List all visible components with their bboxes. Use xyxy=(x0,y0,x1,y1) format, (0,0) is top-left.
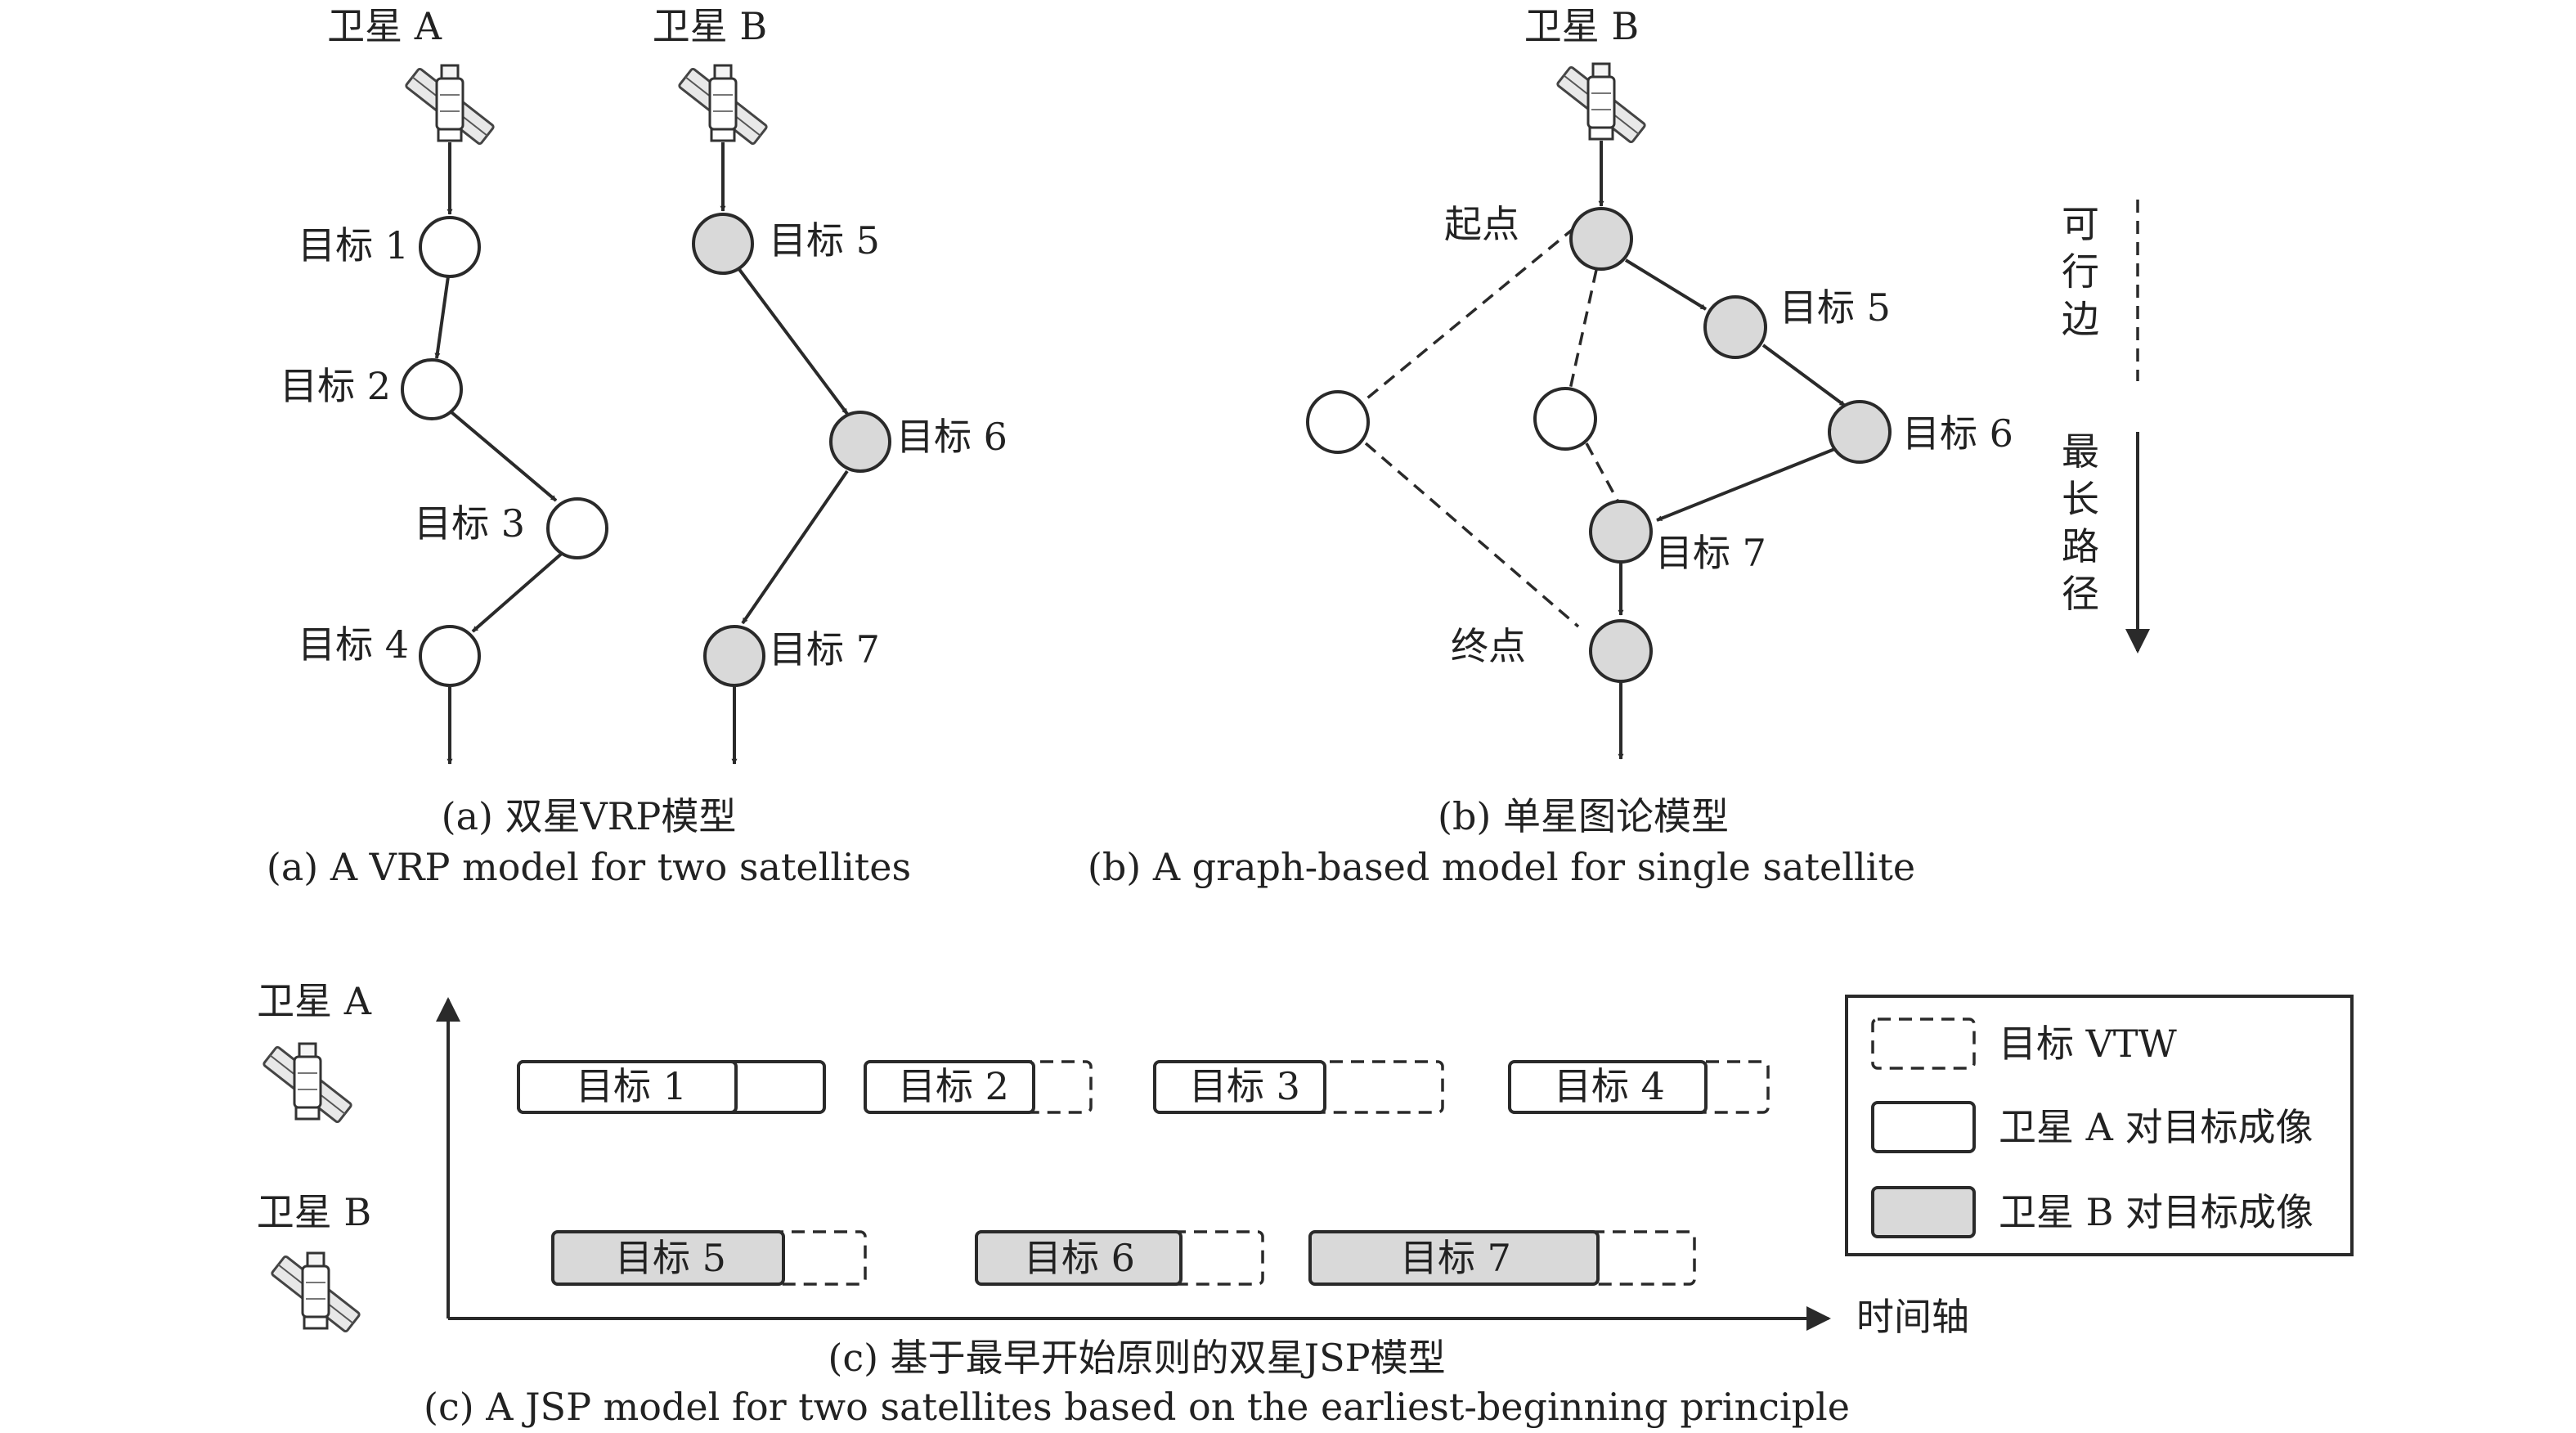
satellite-b-icon xyxy=(1555,62,1647,145)
panel-a: 卫星 A 卫星 B 目标 1 目标 2 目标 3 目标 4 目标 5 目标 6 … xyxy=(267,4,1008,889)
target-node xyxy=(692,213,754,275)
task-label: 目标 3 xyxy=(1189,1064,1300,1108)
node-label: 目标 5 xyxy=(769,218,880,263)
node-label: 目标 3 xyxy=(414,501,525,546)
caption-en: (a) A VRP model for two satellites xyxy=(267,845,911,889)
edge xyxy=(734,263,849,416)
target-node xyxy=(1828,400,1892,464)
edge xyxy=(450,411,558,502)
panel-b: 卫星 B 起点 终点 目标 5 目标 6 目标 7 可 行 边 xyxy=(1088,4,2150,889)
target-node xyxy=(419,625,481,687)
target-node xyxy=(703,625,765,687)
imaging-block xyxy=(1308,1230,1600,1286)
edge xyxy=(741,469,849,625)
node-label: 目标 5 xyxy=(1779,285,1891,330)
task-block: 目标 2 xyxy=(864,1060,1093,1114)
legend-swatch-sat-b xyxy=(1871,1186,1976,1238)
target-node xyxy=(829,411,891,473)
legend-label: 卫星 B 对目标成像 xyxy=(1999,1190,2313,1234)
task-label: 目标 6 xyxy=(1024,1236,1135,1280)
legend-char: 边 xyxy=(2062,297,2099,341)
satellite-b-icon xyxy=(270,1251,361,1334)
target-node xyxy=(1589,500,1653,564)
legend-swatch-vtw xyxy=(1871,1017,1976,1070)
satellite-b-icon xyxy=(677,64,769,146)
path-edge xyxy=(1656,447,1838,522)
satellite-a-icon xyxy=(262,1042,353,1125)
end-node xyxy=(1589,619,1653,683)
sat-b-label: 卫星 B xyxy=(1524,4,1639,48)
caption-zh: (c) 基于最早开始原则的双星JSP模型 xyxy=(828,1336,1445,1380)
sat-b-label: 卫星 B xyxy=(257,1190,371,1234)
legend-char: 行 xyxy=(2062,249,2099,294)
target-node xyxy=(1306,390,1370,454)
caption-zh: (b) 单星图论模型 xyxy=(1438,794,1729,838)
legend-char: 路 xyxy=(2062,524,2099,568)
task-label: 目标 7 xyxy=(1400,1236,1511,1280)
end-label: 终点 xyxy=(1451,624,1526,668)
task-block: 目标 4 xyxy=(1508,1060,1770,1114)
target-node xyxy=(419,216,481,278)
node-label: 目标 7 xyxy=(1655,531,1766,575)
node-label: 目标 4 xyxy=(298,622,409,667)
node-label: 目标 6 xyxy=(896,415,1008,459)
legend-swatch-sat-a xyxy=(1871,1101,1976,1153)
feasible-edge xyxy=(1568,269,1598,390)
satellite-a-icon xyxy=(404,64,496,146)
legend-char: 径 xyxy=(2062,572,2099,616)
legend-char: 最 xyxy=(2062,429,2099,474)
imaging-block xyxy=(1508,1060,1708,1114)
node-label: 目标 7 xyxy=(769,627,880,672)
edge xyxy=(434,276,450,359)
task-label: 目标 5 xyxy=(615,1236,726,1280)
task-block: 目标 7 xyxy=(1308,1230,1696,1286)
task-block: 目标 5 xyxy=(551,1230,867,1286)
task-block: 目标 6 xyxy=(975,1230,1264,1286)
feasible-edge xyxy=(1364,442,1580,628)
imaging-block xyxy=(864,1060,1035,1114)
edge xyxy=(471,550,566,633)
legend-feasible-edge: 可 行 边 xyxy=(2062,200,2139,381)
legend-longest-path: 最 长 路 径 xyxy=(2062,429,2150,654)
caption-zh: (a) 双星VRP模型 xyxy=(442,794,737,838)
task-label: 目标 1 xyxy=(576,1064,687,1108)
panel-c: 卫星 A 卫星 B 时间轴 目标 1 目标 2 目标 3 目标 4 xyxy=(257,979,2354,1429)
feasible-edge xyxy=(1585,442,1619,501)
task-label: 目标 4 xyxy=(1554,1064,1665,1108)
feasible-edge xyxy=(1362,226,1577,402)
node-label: 目标 6 xyxy=(1902,411,2013,456)
node-label: 目标 2 xyxy=(280,364,391,408)
task-label: 目标 2 xyxy=(898,1064,1009,1108)
target-node xyxy=(1703,295,1767,359)
node-label: 目标 1 xyxy=(298,223,409,267)
legend-char: 可 xyxy=(2062,202,2099,246)
target-node xyxy=(401,358,463,420)
legend-label: 卫星 A 对目标成像 xyxy=(1999,1105,2313,1149)
path-edge xyxy=(1761,344,1847,407)
caption-en: (c) A JSP model for two satellites based… xyxy=(424,1385,1850,1429)
legend: 目标 VTW 卫星 A 对目标成像 卫星 B 对目标成像 xyxy=(1845,995,2354,1256)
sat-b-label: 卫星 B xyxy=(653,4,767,48)
imaging-block xyxy=(975,1230,1183,1286)
task-block: 目标 3 xyxy=(1153,1060,1444,1114)
start-label: 起点 xyxy=(1444,202,1519,246)
sat-a-label: 卫星 A xyxy=(327,4,442,48)
time-axis-label: 时间轴 xyxy=(1856,1295,1969,1339)
task-block: 目标 1 xyxy=(517,1060,826,1114)
imaging-block xyxy=(1153,1060,1326,1114)
target-node xyxy=(1533,387,1597,451)
legend-char: 长 xyxy=(2062,477,2099,521)
start-node xyxy=(1569,207,1633,271)
path-edge xyxy=(1624,258,1708,311)
legend-label: 目标 VTW xyxy=(1999,1022,2178,1066)
caption-en: (b) A graph-based model for single satel… xyxy=(1088,845,1915,889)
target-node xyxy=(546,497,608,559)
sat-a-label: 卫星 A xyxy=(257,979,372,1023)
imaging-block xyxy=(551,1230,785,1286)
imaging-block xyxy=(517,1060,738,1114)
